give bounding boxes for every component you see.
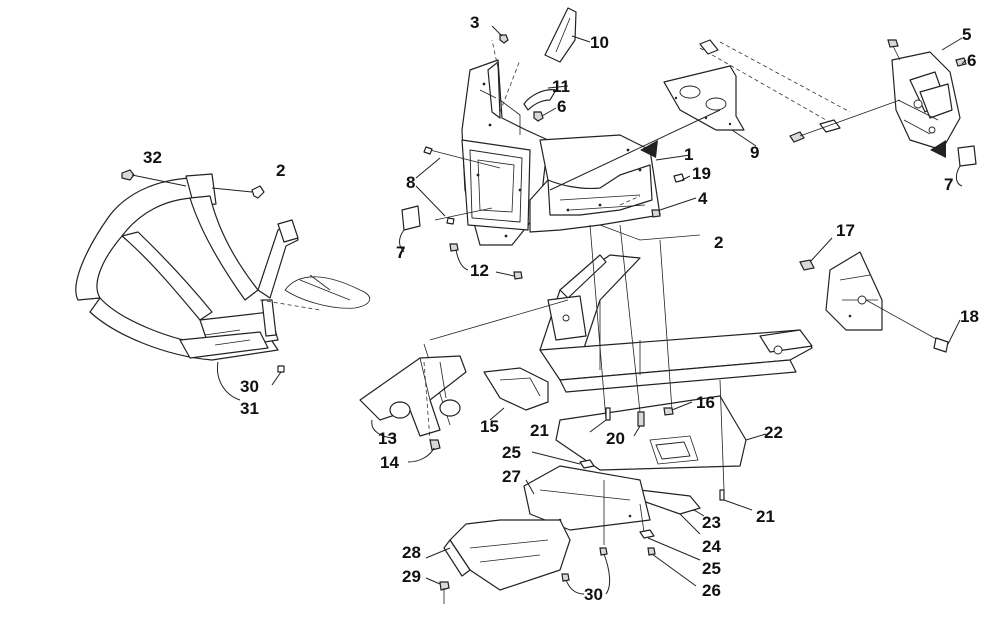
callout-24: 24 bbox=[702, 537, 721, 556]
callout-21-right: 21 bbox=[756, 507, 775, 526]
callout-18: 18 bbox=[960, 307, 979, 326]
callout-30-left: 30 bbox=[240, 377, 259, 396]
callout-2-left: 2 bbox=[276, 161, 285, 180]
callout-11: 11 bbox=[552, 77, 570, 96]
callout-21-left: 21 bbox=[530, 421, 549, 440]
callout-26: 26 bbox=[702, 581, 721, 600]
callout-14: 14 bbox=[380, 453, 399, 472]
callout-6-center: 6 bbox=[557, 97, 566, 116]
callout-6-right: 6 bbox=[967, 51, 976, 70]
callout-31: 31 bbox=[240, 399, 259, 418]
callout-10: 10 bbox=[590, 33, 609, 52]
callout-30-bottom: 30 bbox=[584, 585, 603, 604]
callout-19: 19 bbox=[692, 164, 711, 183]
callout-16: 16 bbox=[696, 393, 715, 412]
callout-25-lower: 25 bbox=[702, 559, 721, 578]
callout-7-right: 7 bbox=[944, 175, 953, 194]
front-mount-bracket bbox=[359, 355, 467, 463]
callout-12: 12 bbox=[470, 261, 489, 280]
callout-15: 15 bbox=[480, 417, 499, 436]
lower-frame-assembly bbox=[423, 224, 813, 587]
callout-29: 29 bbox=[402, 567, 421, 586]
callout-28: 28 bbox=[402, 543, 421, 562]
callout-27: 27 bbox=[502, 467, 521, 486]
callout-13: 13 bbox=[378, 429, 397, 448]
callout-20: 20 bbox=[606, 429, 625, 448]
callout-25-upper: 25 bbox=[502, 443, 521, 462]
callout-17: 17 bbox=[836, 221, 855, 240]
callout-8: 8 bbox=[406, 173, 415, 192]
front-bumper-assembly bbox=[75, 169, 370, 401]
right-bracket-assembly bbox=[789, 37, 977, 187]
side-frame-bracket bbox=[799, 237, 961, 353]
callout-3: 3 bbox=[470, 13, 479, 32]
callout-4: 4 bbox=[698, 189, 708, 208]
callout-labels: 10 3 11 6 5 6 9 7 32 2 1 8 19 4 7 2 12 1… bbox=[143, 13, 979, 604]
main-frame-front bbox=[529, 134, 701, 241]
mounting-plate bbox=[549, 39, 851, 191]
callout-32: 32 bbox=[143, 148, 162, 167]
callout-9: 9 bbox=[750, 143, 759, 162]
front-bulkhead-assembly bbox=[399, 7, 591, 280]
callout-23: 23 bbox=[702, 513, 721, 532]
callout-22: 22 bbox=[764, 423, 783, 442]
lower-skid-bracket bbox=[425, 519, 611, 604]
callout-1: 1 bbox=[684, 145, 693, 164]
callout-5: 5 bbox=[962, 25, 971, 44]
callout-7-left: 7 bbox=[396, 243, 405, 262]
callout-2-right: 2 bbox=[714, 233, 723, 252]
